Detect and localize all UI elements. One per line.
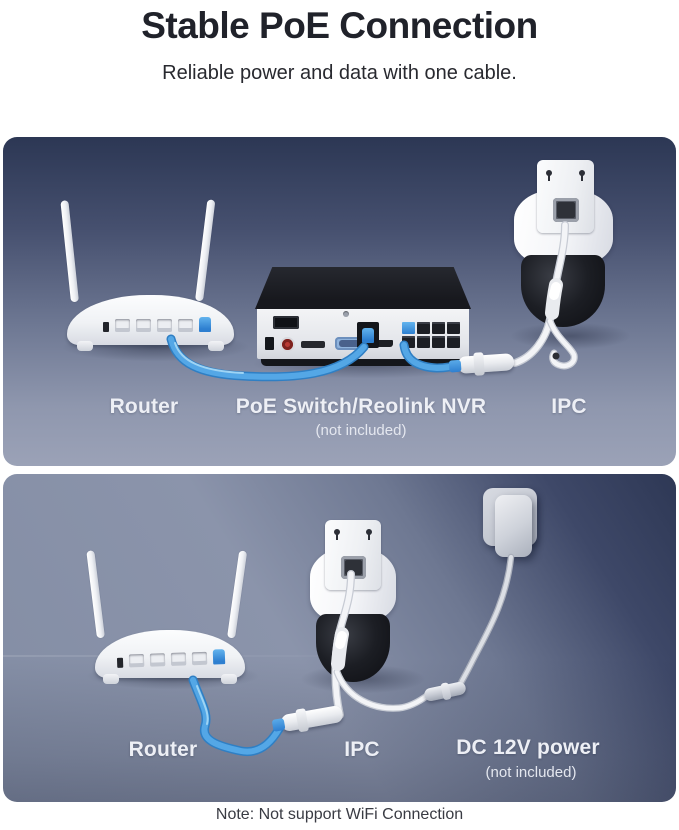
ethernet-plug-blue bbox=[199, 317, 211, 332]
power-sublabel: (not included) bbox=[485, 764, 577, 781]
adapter-body bbox=[495, 495, 532, 557]
keyhole-slot bbox=[579, 170, 585, 181]
audio-rca-port bbox=[282, 339, 293, 350]
router-body bbox=[67, 295, 234, 351]
esata-port bbox=[301, 341, 325, 348]
page-subtitle: Reliable power and data with one cable. bbox=[162, 62, 517, 84]
router-ports bbox=[116, 649, 226, 668]
nvr-top-case bbox=[255, 267, 471, 309]
ethernet-plug-blue bbox=[212, 649, 226, 665]
router-foot bbox=[208, 341, 224, 351]
camera-dome bbox=[521, 255, 605, 327]
poe-port bbox=[402, 336, 415, 348]
nvr-base bbox=[261, 359, 465, 366]
page-title: Stable PoE Connection bbox=[141, 5, 538, 46]
ethernet-cable-highlight bbox=[196, 685, 209, 725]
dc-connection-panel: Router IPC DC 12V power (not included) bbox=[3, 474, 676, 802]
ethernet-port bbox=[136, 319, 151, 332]
wifi-note: Note: Not support WiFi Connection bbox=[215, 806, 464, 823]
nvr-sublabel: (not included) bbox=[315, 422, 407, 439]
dc-power-joint bbox=[423, 680, 467, 703]
keyhole-slot bbox=[546, 170, 552, 181]
ethernet-cable-router-camera bbox=[190, 677, 282, 755]
cable-slot bbox=[553, 198, 579, 222]
nvr-rear-panel bbox=[257, 309, 469, 359]
ethernet-port bbox=[170, 652, 187, 666]
poe-connection-panel: Router PoE Switch/Reolink NVR (not inclu… bbox=[3, 137, 676, 466]
router-power-port bbox=[103, 322, 109, 332]
header: Stable PoE Connection Reliable power and… bbox=[0, 0, 679, 85]
power-label: DC 12V power bbox=[456, 736, 600, 759]
power-cable bbox=[458, 555, 513, 687]
ethernet-port bbox=[149, 653, 166, 667]
router-antenna-right bbox=[195, 199, 216, 302]
router-body bbox=[95, 630, 245, 684]
power-switch bbox=[273, 316, 299, 329]
ipc-label: IPC bbox=[344, 738, 380, 761]
poe-port-bank bbox=[402, 322, 460, 348]
waterproof-cable-coupling bbox=[457, 353, 515, 374]
ethernet-port bbox=[178, 319, 193, 332]
ethernet-port bbox=[157, 319, 172, 332]
keyhole-slot bbox=[334, 529, 340, 540]
router-foot bbox=[221, 674, 237, 684]
poe-port bbox=[447, 336, 460, 348]
ethernet-port bbox=[191, 651, 208, 666]
poe-port bbox=[432, 336, 445, 348]
ethernet-cable-outline bbox=[188, 675, 284, 757]
lan-port bbox=[357, 322, 379, 348]
nvr-label: PoE Switch/Reolink NVR bbox=[235, 395, 487, 418]
router-antenna-right bbox=[227, 550, 248, 639]
screw bbox=[343, 311, 349, 317]
camera-mount-bracket bbox=[325, 520, 381, 590]
router-antenna-left bbox=[60, 200, 79, 303]
poe-port bbox=[447, 322, 460, 334]
camera-mount-bracket bbox=[537, 160, 594, 233]
nvr-device bbox=[255, 267, 471, 367]
router-label: Router bbox=[109, 395, 179, 418]
dc-plug-tip bbox=[552, 352, 560, 360]
keyhole-slot bbox=[366, 529, 372, 540]
hdmi-port bbox=[373, 340, 393, 347]
waterproof-cable-coupling bbox=[279, 704, 345, 733]
power-inlet bbox=[265, 337, 274, 350]
cable-slot bbox=[341, 556, 366, 579]
poe-port bbox=[417, 322, 430, 334]
ethernet-plug-blue bbox=[362, 328, 374, 343]
power-cable-outline bbox=[456, 553, 515, 689]
router-power-port bbox=[116, 657, 124, 668]
ethernet-port bbox=[128, 653, 145, 668]
router-foot bbox=[103, 674, 119, 684]
ipc-label: IPC bbox=[551, 395, 587, 418]
router-ports bbox=[103, 317, 211, 332]
ethernet-port bbox=[115, 319, 130, 332]
router-label: Router bbox=[128, 738, 198, 761]
poe-port bbox=[432, 322, 445, 334]
router-foot bbox=[77, 341, 93, 351]
poe-port bbox=[417, 336, 430, 348]
router-antenna-left bbox=[86, 550, 105, 639]
poe-port-connected bbox=[402, 322, 415, 334]
